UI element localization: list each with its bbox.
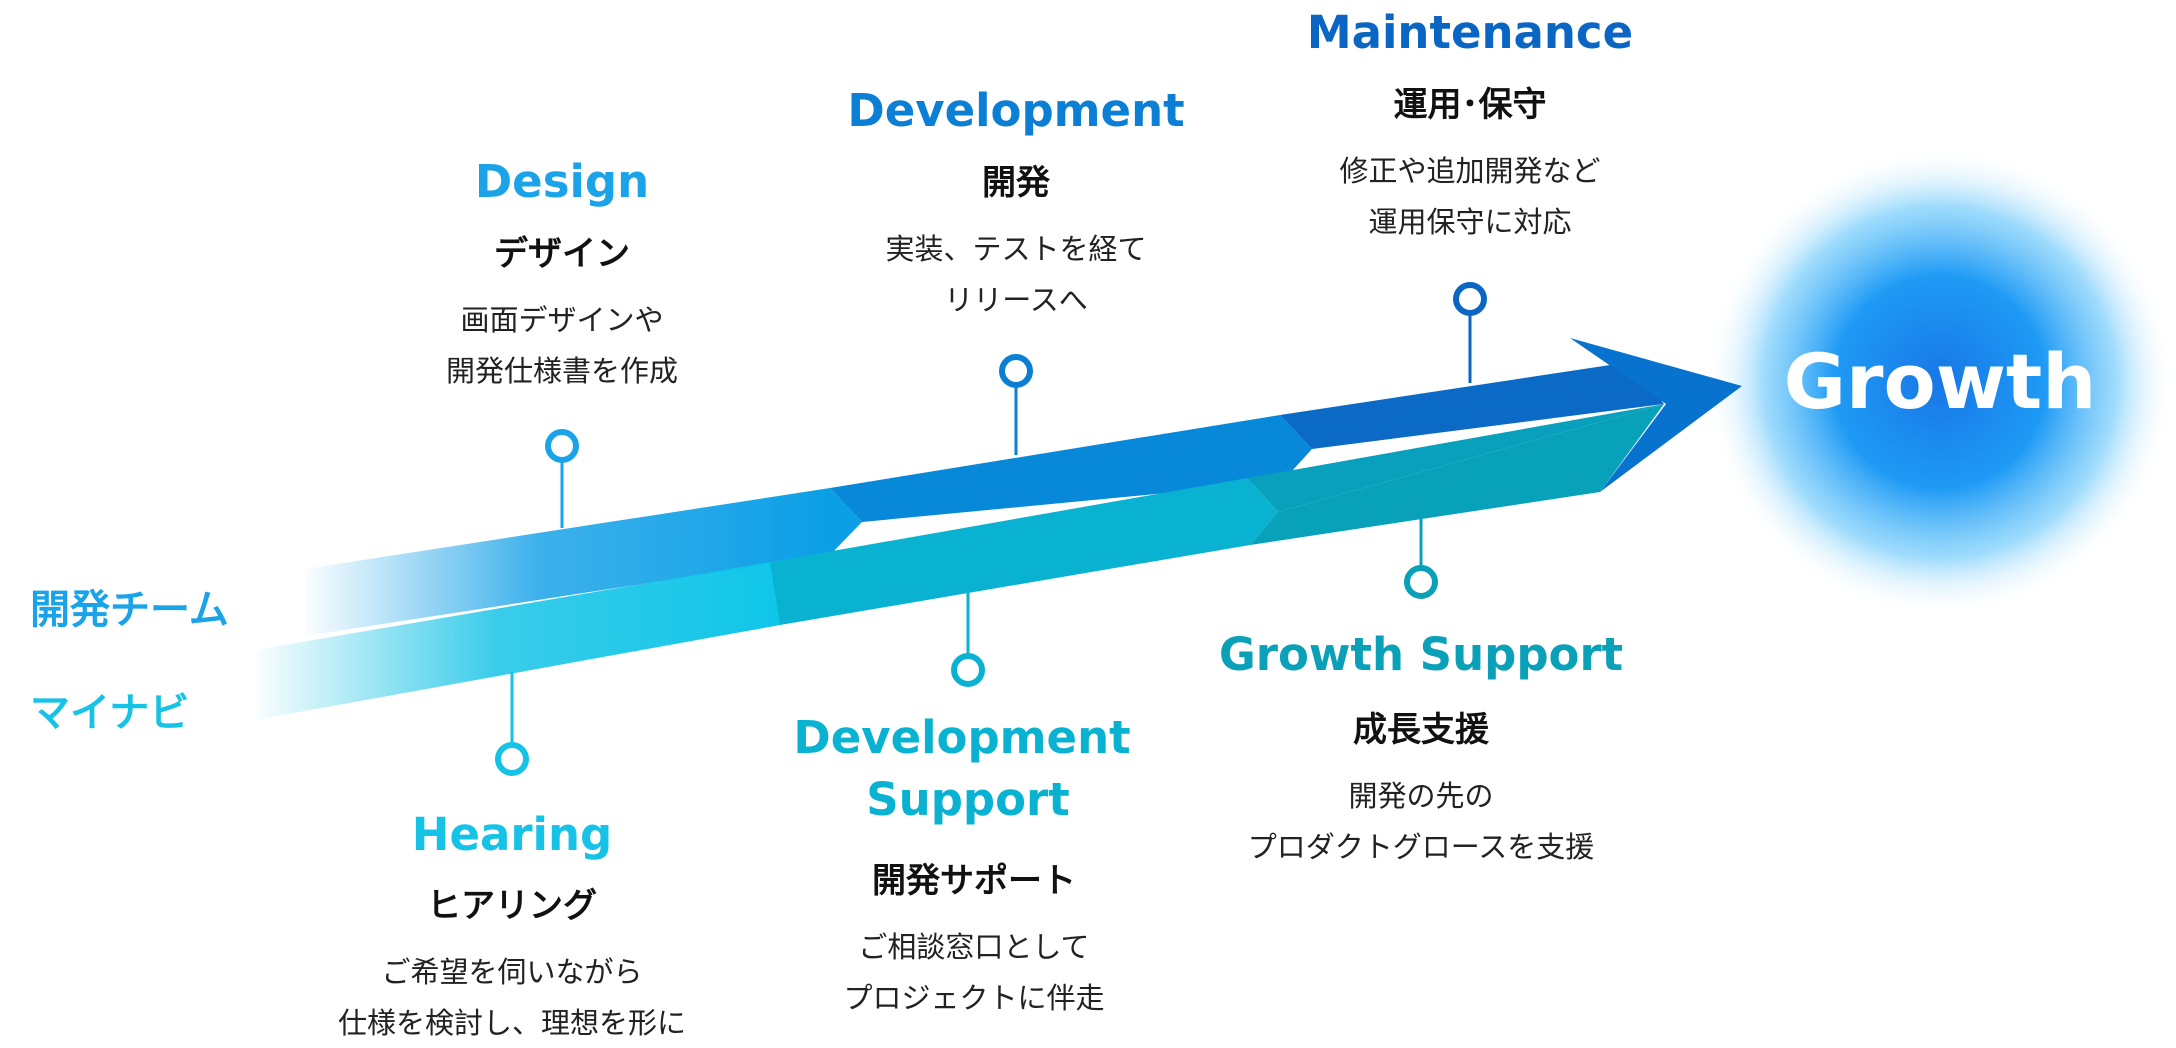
stage-devsupport-en-2: Support (866, 773, 1070, 826)
stage-hearing-en: Hearing (412, 808, 612, 861)
team-lane-development-segment (830, 415, 1312, 522)
growth-glow (1705, 147, 2175, 617)
stage-growthsupport-desc-1: 開発の先の (1348, 779, 1493, 813)
stage-maintenance-jp: 運用･保守 (1394, 85, 1547, 125)
lane-label-mynavi: マイナビ (30, 690, 189, 736)
growthsupport-node (1404, 565, 1438, 599)
stage-design-desc-1: 画面デザインや (460, 303, 663, 337)
hearing-node (495, 742, 529, 776)
stage-development-desc-1: 実装、テストを経て (885, 232, 1146, 266)
mynavi-lane-hearing-segment (255, 562, 810, 720)
stage-hearing-desc-1: ご希望を伺いながら (381, 955, 642, 989)
stage-development-jp: 開発 (982, 163, 1051, 203)
mynavi-lane-growthsupport-body (1250, 404, 1664, 545)
growth-label: Growth (1784, 337, 2097, 426)
stage-devsupport-desc-1: ご相談窓口として (858, 930, 1089, 964)
stage-growthsupport-desc-2: プロダクトグロースを支援 (1248, 830, 1595, 864)
team-lane-maintenance-segment (1280, 362, 1664, 449)
stage-hearing-desc-2: 仕様を検討し、理想を形に (338, 1006, 686, 1040)
stage-devsupport-desc-2: プロジェクトに伴走 (843, 981, 1104, 1015)
mynavi-lane-growthsupport-segment (1248, 404, 1664, 512)
mynavi-lane-devsupport-segment (770, 478, 1278, 625)
lane-label-team: 開発チーム (30, 587, 229, 633)
design-node (545, 429, 579, 463)
stage-hearing-jp: ヒアリング (427, 886, 597, 926)
maintenance-node (1453, 282, 1487, 316)
stage-maintenance-desc-2: 運用保守に対応 (1368, 205, 1571, 239)
stage-growthsupport-jp: 成長支援 (1353, 710, 1490, 750)
development-node (999, 354, 1033, 388)
stage-design-jp: デザイン (494, 234, 630, 274)
team-lane-design-segment (305, 488, 862, 636)
stage-devsupport-en-1: Development (793, 711, 1130, 764)
growth-arrow-head (1570, 338, 1742, 492)
devsupport-node (951, 653, 985, 687)
stage-maintenance-en: Maintenance (1307, 6, 1633, 59)
stage-design-desc-2: 開発仕様書を作成 (446, 354, 678, 388)
stage-devsupport-jp: 開発サポート (872, 861, 1076, 901)
stage-development-en: Development (847, 84, 1184, 137)
stage-development-desc-2: リリースへ (944, 283, 1088, 317)
stage-growthsupport-en: Growth Support (1219, 628, 1623, 681)
stage-design-en: Design (475, 155, 649, 208)
stage-maintenance-desc-1: 修正や追加開発など (1339, 154, 1600, 188)
